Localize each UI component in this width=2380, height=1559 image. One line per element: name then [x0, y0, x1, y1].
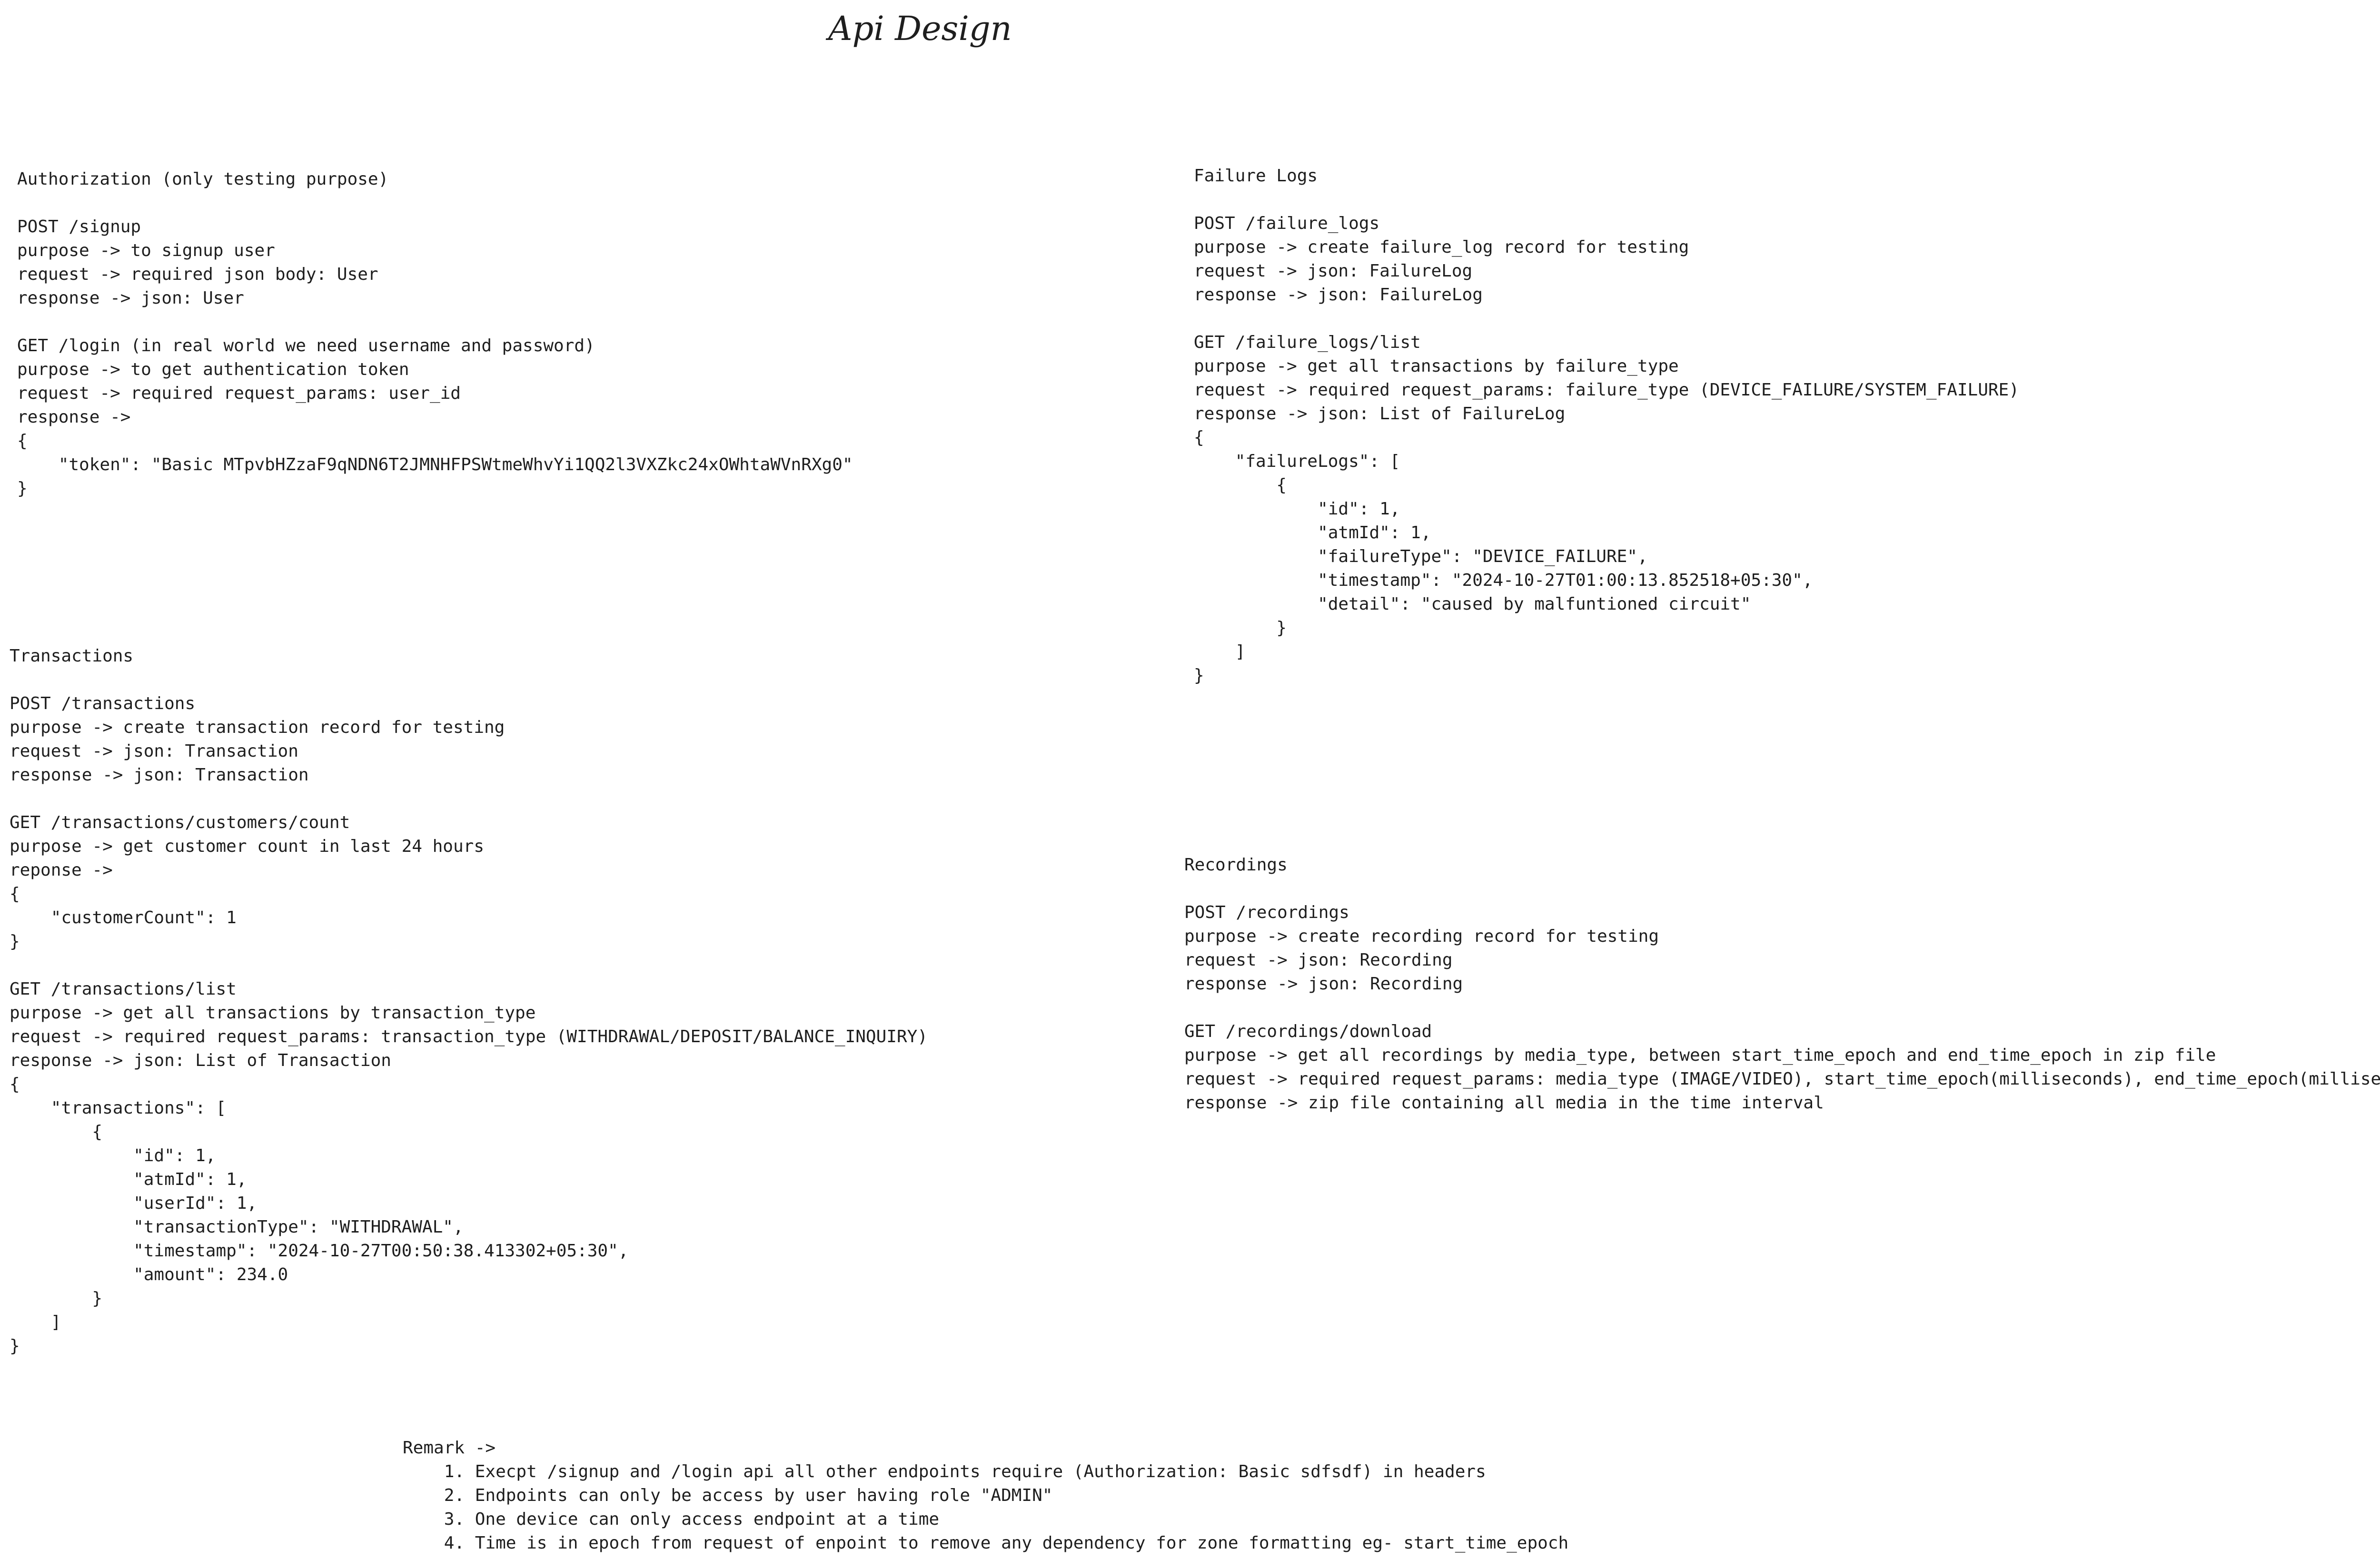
- diagram-title: Api Design: [828, 9, 1012, 48]
- remark-section: Remark -> 1. Execpt /signup and /login a…: [403, 1438, 1569, 1553]
- failure-logs-section: Failure Logs POST /failure_logs purpose …: [1194, 166, 2019, 685]
- authorization-section: Authorization (only testing purpose) POS…: [17, 169, 853, 498]
- recordings-section: Recordings POST /recordings purpose -> c…: [1184, 855, 2380, 1113]
- transactions-section: Transactions POST /transactions purpose …: [10, 646, 928, 1356]
